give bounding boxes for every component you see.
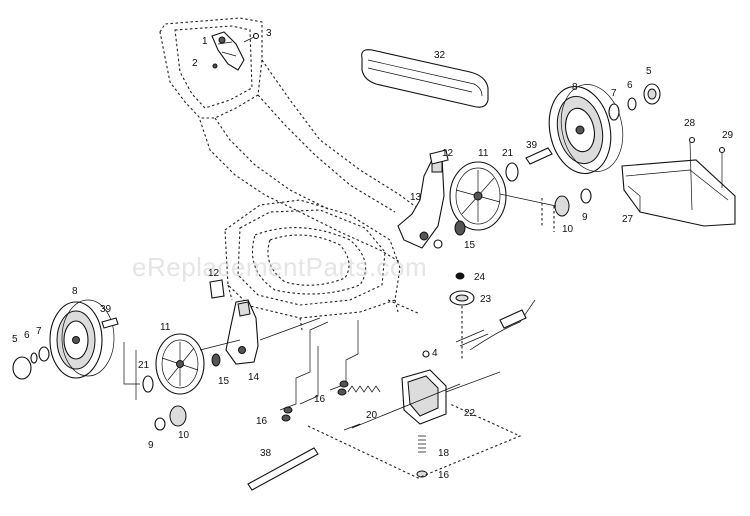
callout-label: 5	[12, 334, 18, 345]
left-rear-wheel	[49, 299, 115, 379]
callout-label: 9	[148, 440, 154, 451]
wheel-hardware-right	[505, 83, 661, 182]
callout-label: 39	[100, 304, 112, 315]
mower-deck-outline	[224, 199, 401, 331]
callout-label: 21	[138, 360, 150, 371]
callout-label: 16	[314, 394, 326, 405]
callout-label: 12	[208, 268, 220, 279]
axle-rod-part	[247, 447, 319, 491]
callout-label: 9	[582, 212, 588, 223]
callout-label: 8	[572, 82, 578, 93]
left-pinion-gear	[154, 405, 187, 431]
wheel-hardware-left	[12, 317, 154, 393]
callout-label: 22	[464, 408, 476, 419]
callout-label: 11	[160, 322, 171, 333]
callout-label: 16	[256, 416, 268, 427]
callout-label: 16	[438, 470, 450, 481]
callout-label: 32	[434, 50, 446, 61]
callout-label: 21	[502, 148, 514, 159]
callout-label: 39	[526, 140, 538, 151]
callout-label: 7	[611, 88, 617, 99]
callout-label: 7	[36, 326, 42, 337]
callout-label: 6	[24, 330, 30, 341]
callout-label: 18	[438, 448, 450, 459]
spring-parts	[347, 350, 430, 478]
leader-lines	[123, 198, 555, 479]
right-rear-wheel	[548, 84, 624, 175]
callout-label: 27	[622, 214, 634, 225]
callout-label: 6	[627, 80, 633, 91]
right-drive-gear	[449, 161, 507, 231]
callout-label: 5	[646, 66, 652, 77]
handle-housing-outline	[159, 17, 421, 263]
drive-belt-part	[361, 49, 489, 108]
transmission-gearbox	[343, 272, 501, 431]
right-pinion-gear	[499, 188, 592, 217]
drive-cable	[455, 299, 536, 351]
callout-label: 15	[464, 240, 476, 251]
watermark-text: eReplacementParts.com	[132, 252, 427, 282]
handle-bracket-part	[211, 31, 260, 71]
left-drive-bracket	[199, 279, 321, 367]
callout-label: 15	[218, 376, 230, 387]
callout-label: 20	[366, 410, 378, 421]
callout-label: 2	[192, 58, 198, 69]
callout-label: 1	[202, 36, 208, 47]
callout-label: 24	[474, 272, 486, 283]
callout-labels: 1 2 3 32 8 7 6 5 12 11 21 39 28 29 13 9 …	[12, 28, 734, 481]
callout-label: 11	[478, 148, 489, 159]
callout-label: 12	[442, 148, 454, 159]
callout-label: 13	[410, 192, 422, 203]
callout-label: 28	[684, 118, 696, 129]
callout-label: 8	[72, 286, 78, 297]
callout-label: 10	[562, 224, 574, 235]
callout-label: 14	[248, 372, 260, 383]
right-drive-bracket	[397, 149, 466, 249]
callout-label: 4	[432, 348, 438, 359]
callout-label: 29	[722, 130, 734, 141]
left-drive-gear	[155, 333, 205, 395]
callout-label: 23	[480, 294, 492, 305]
callout-label: 3	[266, 28, 272, 39]
callout-label: 38	[260, 448, 272, 459]
rear-cover-part	[621, 136, 736, 227]
callout-label: 10	[178, 430, 190, 441]
